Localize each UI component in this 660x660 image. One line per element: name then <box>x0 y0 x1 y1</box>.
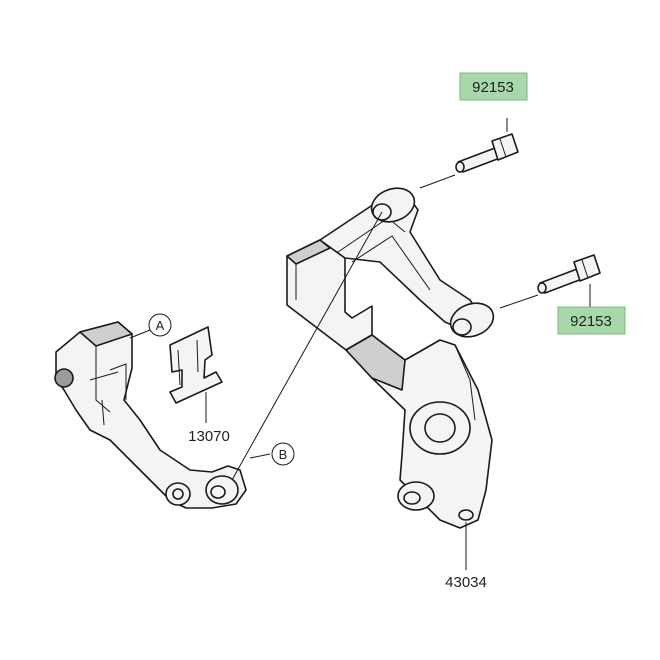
part-number-43034: 43034 <box>445 574 487 591</box>
callout-a: A <box>148 313 172 337</box>
pad-spring-13070 <box>169 326 223 404</box>
leader-lines <box>129 118 591 570</box>
part-label-13070: 13070 <box>188 428 230 445</box>
part-label-43034: 43034 <box>445 574 487 591</box>
callout-b-letter: B <box>279 447 288 462</box>
callout-b: B <box>271 442 295 466</box>
caliper-bracket-43034 <box>286 187 495 529</box>
part-label-92153-top[interactable]: 92153 <box>459 72 528 101</box>
part-number-13070: 13070 <box>188 428 230 445</box>
bolt-lower <box>537 254 601 294</box>
part-label-92153-right[interactable]: 92153 <box>557 306 626 335</box>
part-number-92153-right[interactable]: 92153 <box>570 313 612 330</box>
callout-a-letter: A <box>156 318 165 333</box>
caliper-holder <box>54 321 247 509</box>
part-number-92153-top[interactable]: 92153 <box>472 79 514 96</box>
bolt-upper <box>455 133 519 173</box>
